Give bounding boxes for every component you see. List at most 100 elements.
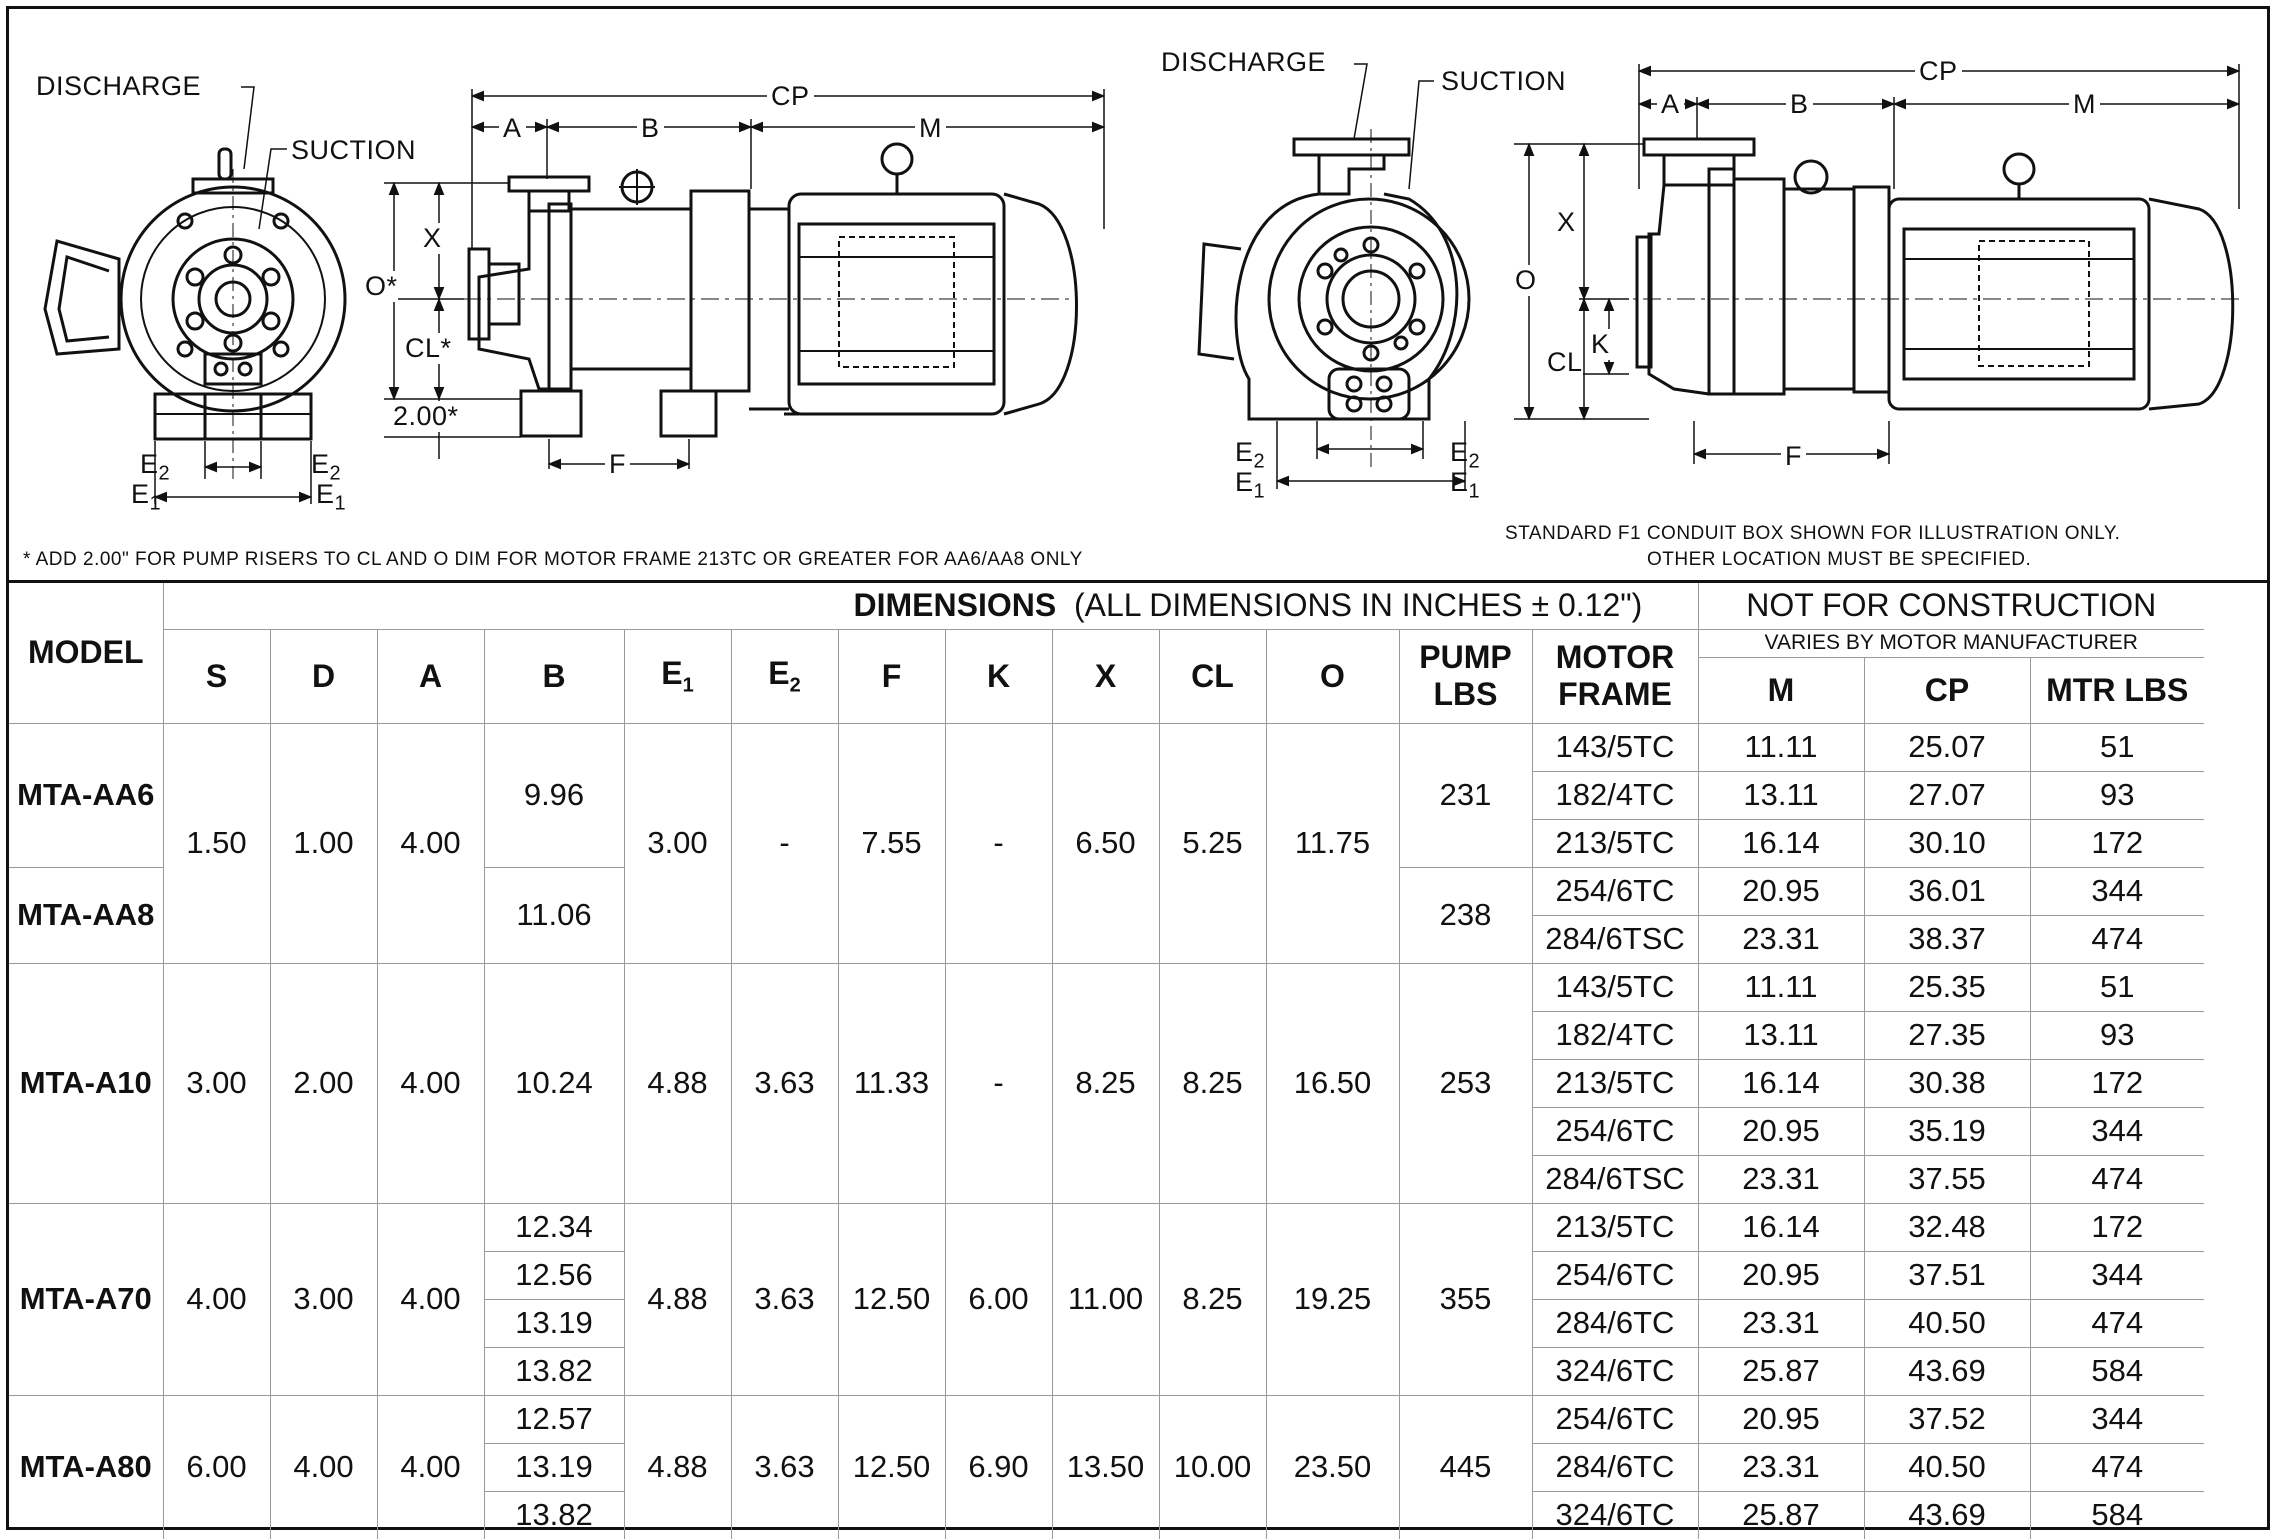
label-o-left: O* bbox=[365, 271, 398, 302]
cell-m: 23.31 bbox=[1697, 1298, 1865, 1348]
cell-f: 12.50 bbox=[837, 1202, 946, 1396]
cell-pump-lbs: 238 bbox=[1398, 866, 1533, 964]
label-x-left: X bbox=[423, 223, 442, 254]
cell-k: - bbox=[944, 962, 1053, 1204]
table-row: MTA-A70 4.00 3.00 4.00 12.34 4.88 3.63 1… bbox=[9, 1202, 2204, 1396]
section-divider bbox=[9, 580, 2267, 583]
cell-cp: 25.07 bbox=[1863, 722, 2031, 772]
label-a-left: A bbox=[499, 113, 526, 144]
cell-mtr-lbs: 172 bbox=[2029, 1058, 2204, 1108]
cell-motor-frame: 254/6TC bbox=[1531, 1394, 1699, 1444]
cell-b: 13.82 bbox=[483, 1490, 625, 1539]
cell-motor-frame: 324/6TC bbox=[1531, 1346, 1699, 1396]
cell-mtr-lbs: 93 bbox=[2029, 770, 2204, 820]
cell-cp: 27.07 bbox=[1863, 770, 2031, 820]
cell-cp: 43.69 bbox=[1863, 1490, 2031, 1539]
table-row: 213/5TC 16.14 30.10 172 bbox=[9, 818, 2204, 868]
cell-e1: 4.88 bbox=[623, 962, 732, 1204]
cell-m: 11.11 bbox=[1697, 962, 1865, 1012]
label-e1-right-r: E1 bbox=[1450, 467, 1481, 503]
label-e2-right-r: E2 bbox=[1450, 437, 1481, 473]
right-side-dims bbox=[1514, 64, 2241, 464]
cell-mtr-lbs: 172 bbox=[2029, 1202, 2204, 1252]
label-cp-left: CP bbox=[767, 81, 814, 112]
cell-motor-frame: 182/4TC bbox=[1531, 1010, 1699, 1060]
cell-mtr-lbs: 584 bbox=[2029, 1490, 2204, 1539]
cell-cp: 38.37 bbox=[1863, 914, 2031, 964]
cell-b: 13.19 bbox=[483, 1442, 625, 1492]
cell-x: 13.50 bbox=[1051, 1394, 1160, 1539]
cell-e2: 3.63 bbox=[730, 1202, 839, 1396]
left-end-dims bbox=[153, 441, 313, 504]
cell-motor-frame: 284/6TSC bbox=[1531, 914, 1699, 964]
cell-cp: 40.50 bbox=[1863, 1442, 2031, 1492]
table-title-row: MODEL DIMENSIONS (ALL DIMENSIONS IN INCH… bbox=[9, 583, 2204, 724]
cell-cp: 37.51 bbox=[1863, 1250, 2031, 1300]
cell-cl: 8.25 bbox=[1158, 1202, 1267, 1396]
cell-motor-frame: 143/5TC bbox=[1531, 962, 1699, 1012]
col-header-mtr-lbs: MTR LBS bbox=[2029, 656, 2204, 724]
label-discharge-left: DISCHARGE bbox=[36, 71, 202, 101]
cell-e1: 4.88 bbox=[623, 1202, 732, 1396]
cell-a: 4.00 bbox=[376, 1202, 485, 1396]
left-end-view bbox=[43, 147, 347, 479]
label-o-right: O bbox=[1515, 265, 1537, 296]
label-cl-right: CL bbox=[1547, 347, 1583, 378]
label-e1-right: E1 bbox=[316, 479, 347, 515]
cell-pump-lbs: 253 bbox=[1398, 962, 1533, 1204]
cell-cp: 27.35 bbox=[1863, 1010, 2031, 1060]
table-row: 284/6TSC 23.31 38.37 474 bbox=[9, 914, 2204, 964]
cell-motor-frame: 213/5TC bbox=[1531, 818, 1699, 868]
col-header-m: M bbox=[1697, 656, 1865, 724]
table-row: 12.56 254/6TC 20.95 37.51 344 bbox=[9, 1250, 2204, 1300]
cell-cp: 43.69 bbox=[1863, 1346, 2031, 1396]
cell-f: 11.33 bbox=[837, 962, 946, 1204]
cell-m: 16.14 bbox=[1697, 1058, 1865, 1108]
cell-e2: 3.63 bbox=[730, 1394, 839, 1539]
cell-s: 1.50 bbox=[162, 722, 271, 964]
cell-f: 12.50 bbox=[837, 1394, 946, 1539]
label-k-right: K bbox=[1591, 329, 1610, 360]
cell-pump-lbs: 231 bbox=[1398, 722, 1533, 868]
cell-motor-frame: 213/5TC bbox=[1531, 1058, 1699, 1108]
cell-b: 10.24 bbox=[483, 962, 625, 1204]
cell-m: 20.95 bbox=[1697, 1394, 1865, 1444]
cell-cp: 35.19 bbox=[1863, 1106, 2031, 1156]
table-row: MTA-A10 3.00 2.00 4.00 10.24 4.88 3.63 1… bbox=[9, 962, 2204, 1204]
varies-note: VARIES BY MOTOR MANUFACTURER bbox=[1697, 628, 2204, 658]
cell-pump-lbs: 355 bbox=[1398, 1202, 1533, 1396]
col-header-model: MODEL bbox=[9, 583, 164, 724]
riser-note: * ADD 2.00" FOR PUMP RISERS TO CL AND O … bbox=[23, 549, 1083, 570]
col-header-s: S bbox=[162, 628, 271, 724]
cell-mtr-lbs: 474 bbox=[2029, 1154, 2204, 1204]
cell-x: 8.25 bbox=[1051, 962, 1160, 1204]
model-cell: MTA-A70 bbox=[9, 1202, 164, 1396]
cell-m: 25.87 bbox=[1697, 1346, 1865, 1396]
right-side-view bbox=[1609, 137, 2239, 411]
cell-m: 25.87 bbox=[1697, 1490, 1865, 1539]
cell-cp: 30.10 bbox=[1863, 818, 2031, 868]
cell-m: 23.31 bbox=[1697, 1154, 1865, 1204]
label-b-left: B bbox=[637, 113, 664, 144]
right-end-view bbox=[1197, 129, 1471, 469]
cell-k: - bbox=[944, 722, 1053, 964]
cell-o: 23.50 bbox=[1265, 1394, 1400, 1539]
col-header-e2: E2 bbox=[730, 628, 839, 724]
col-header-b: B bbox=[483, 628, 625, 724]
cell-cp: 25.35 bbox=[1863, 962, 2031, 1012]
cell-mtr-lbs: 172 bbox=[2029, 818, 2204, 868]
col-header-d: D bbox=[269, 628, 378, 724]
cell-cp: 37.52 bbox=[1863, 1394, 2031, 1444]
cell-motor-frame: 182/4TC bbox=[1531, 770, 1699, 820]
table-title: DIMENSIONS (ALL DIMENSIONS IN INCHES ± 0… bbox=[162, 583, 1699, 630]
conduit-note-2: OTHER LOCATION MUST BE SPECIFIED. bbox=[1647, 549, 2032, 570]
right-end-dims bbox=[1275, 421, 1467, 489]
cell-b: 12.57 bbox=[483, 1394, 625, 1444]
label-suction-right: SUCTION bbox=[1441, 66, 1566, 96]
cell-s: 4.00 bbox=[162, 1202, 271, 1396]
cell-cp: 40.50 bbox=[1863, 1298, 2031, 1348]
cell-pump-lbs: 445 bbox=[1398, 1394, 1533, 1539]
cell-cl: 5.25 bbox=[1158, 722, 1267, 964]
